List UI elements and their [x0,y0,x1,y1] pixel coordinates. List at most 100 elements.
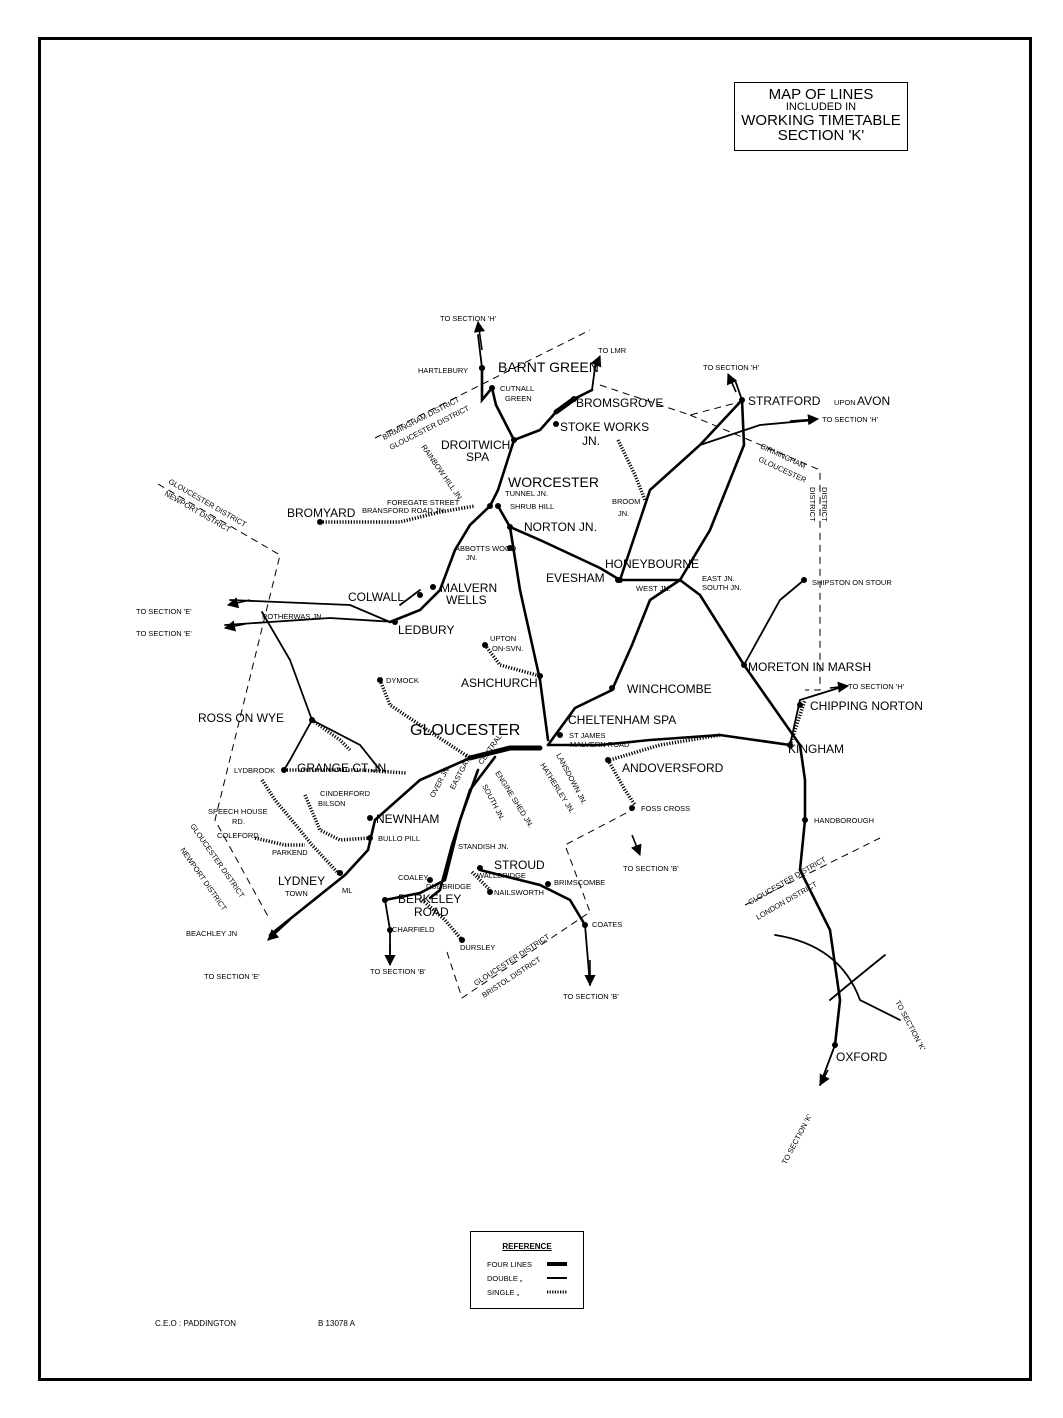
title-line-4: SECTION 'K' [777,127,865,144]
station-dot-handborough [802,817,808,823]
place-label-droitwich-1: DROITWICH [441,438,510,452]
station-dot-nailsworth [487,889,493,895]
line-rotherwas-ross [261,611,313,771]
place-label-cutnall-green-1: CUTNALL [500,384,534,393]
line-ross-gloucester [311,719,381,771]
station-dot-malvern-wells-1 [430,584,436,590]
place-label-lydney: LYDNEY [278,874,325,888]
place-label-moreton: MORETON IN MARSH [748,660,871,674]
place-label-st-james: ST JAMES [569,731,606,740]
arrow-to-e-3 [267,919,291,941]
direction-label-to-k-2: TO SECTION 'K' [780,1112,814,1166]
place-label-rotherwas: ROTHERWAS JN [262,612,322,621]
place-label-abbotts-wood-2: JN. [466,553,477,562]
station-dot-bromyard [317,519,323,525]
place-label-droitwich-2: SPA [466,450,489,464]
place-label-stratford: STRATFORD [748,394,821,408]
line-barnt-green-bromsgrove [512,388,594,442]
single-broom [616,439,647,501]
place-label-foregate-street: FOREGATE STREET [387,498,460,507]
line-kingham-andoversford [546,733,792,747]
arrow-to-lmr [590,354,602,371]
title-line-2: INCLUDED IN [785,101,857,113]
single-bromyard [320,504,476,524]
place-label-kingham: KINGHAM [788,742,844,756]
place-label-bilson: BILSON [318,799,346,808]
station-dot-stroud [477,865,483,871]
station-dot-dursley [459,937,465,943]
place-label-coleford: COLEFORD [217,831,259,840]
station-dot-ross [309,717,315,723]
station-dot-bullo-pill [367,835,373,841]
station-dot-berkeley-1 [382,897,388,903]
arrow-to-e-1 [226,597,251,609]
station-dot-oxford [832,1042,838,1048]
place-label-stoke-works-2: JN. [582,434,600,448]
place-label-malvern-road: MALVERN ROAD [570,740,630,749]
direction-label-to-e-2: TO SECTION 'E' [136,629,192,638]
line-gloucester-newnham [268,756,472,937]
station-dot-foregate-street [487,503,493,509]
direction-label-to-h-chipping: TO SECTION 'H' [848,682,905,691]
station-dot-winchcombe [609,685,615,691]
direction-labels: TO SECTION 'H' TO LMR TO SECTION 'H' TO SEC… [136,314,928,1166]
direction-label-to-h-east: TO SECTION 'H' [822,415,879,424]
place-label-newnham: NEWNHAM [376,812,439,826]
place-label-dymock: DYMOCK [386,676,419,685]
place-label-broom-jn-1: BROOM [612,497,640,506]
place-label-west-jn: WEST JN. [636,584,671,593]
single-dymock [378,679,471,760]
line-worcester-cotswold [496,504,807,872]
station-dot-colwall [417,592,423,598]
line-kingham-chipping [789,685,846,746]
direction-label-to-h-stratford: TO SECTION 'H' [703,363,760,372]
title-panel: MAP OF LINES INCLUDED IN WORKING TIMETAB… [734,82,908,151]
single-stroud-nailsworth [470,870,492,892]
line-oxford-curve [774,934,901,1021]
map-border [38,37,1032,1381]
place-label-coaley: COALEY [398,873,428,882]
single-coleford [254,836,305,847]
place-label-gloucester: GLOUCESTER [410,722,520,739]
direction-label-to-b-1: TO SECTION 'B' [370,967,426,976]
place-label-avon: AVON [857,394,890,408]
single-chipping [788,699,807,746]
place-label-coates: COATES [592,920,622,929]
reference-row-double: DOUBLE „ [487,1274,522,1283]
line-honeybourne-stratford [618,398,744,582]
reference-key: REFERENCE FOUR LINES DOUBLE „ SINGLE „ [470,1231,584,1309]
direction-label-to-e-3: TO SECTION 'E' [204,972,260,981]
line-hartlebury [477,334,483,369]
place-label-andoversford: ANDOVERSFORD [622,761,724,775]
place-label-winchcombe: WINCHCOMBE [627,682,712,696]
place-label-dursley: DURSLEY [460,943,495,952]
title-line-3: WORKING TIMETABLE [741,112,901,129]
station-dot-foss-cross [629,805,635,811]
direction-label-to-lmr: TO LMR [598,346,627,355]
station-dot-upton-1 [482,642,488,648]
single-andoversford [609,733,721,762]
place-label-grange-ct: GRANGE CT JN. [297,761,389,775]
station-dot-dymock [377,677,383,683]
title-line-1: MAP OF LINES [768,86,874,103]
place-label-oxford: OXFORD [836,1050,888,1064]
district-label-bham-east-4: DISTRICT [808,487,817,522]
arrow-to-h-chipping [829,681,850,693]
place-label-cutnall-green-2: GREEN [505,394,532,403]
place-label-lydney-ml: ML [342,886,352,895]
station-dot-grange-ct [281,767,287,773]
place-label-worcester: WORCESTER [508,474,599,490]
station-dot-brimscombe [545,881,551,887]
station-dot-stratford [739,397,745,403]
place-label-barnt-green: BARNT GREEN [498,359,599,375]
line-oxford-k [819,1044,836,1086]
arrow-to-k [819,1069,830,1086]
line-stroud-coates [478,868,587,927]
place-label-woodchester: WALLBRIDGE [477,871,526,880]
single-ross [310,718,352,752]
district-label-glos-newport-4: NEWPORT DISTRICT [178,846,228,913]
place-label-beachley: BEACHLEY JN [186,929,237,938]
reference-label-double: DOUBLE „ [487,1274,523,1283]
place-label-norton-jn: NORTON JN. [524,520,597,534]
